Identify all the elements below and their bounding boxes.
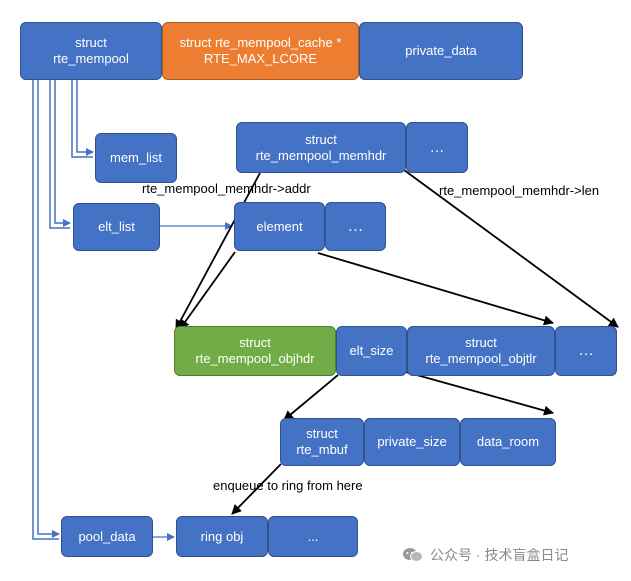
mempool-cache-label: struct rte_mempool_cache * RTE_MAX_LCORE [179, 35, 342, 66]
mempool-to-mem_list-link [71, 80, 94, 158]
ring-obj-box: ring obj [176, 516, 268, 557]
pool-data-label: pool_data [78, 528, 136, 544]
mempool-cache-box: struct rte_mempool_cache * RTE_MAX_LCORE [162, 22, 359, 80]
elt_size-to-mbuf-arrow [283, 374, 339, 421]
element-to-objhdr-arrow [179, 251, 236, 330]
memhdr-addr-arrow [175, 172, 261, 330]
element-more-label: … [347, 217, 364, 235]
mem-list-box: mem_list [95, 133, 177, 183]
objhdr-box: struct rte_mempool_objhdr [174, 326, 336, 376]
ring-obj-label: ring obj [200, 528, 244, 544]
data-room-box: data_room [460, 418, 556, 466]
element-more-box: … [325, 202, 386, 251]
private-data-label: private_data [405, 43, 477, 58]
memhdr-len-label: rte_mempool_memhdr->len [439, 183, 600, 198]
objtlr-box: struct rte_mempool_objtlr [407, 326, 555, 376]
ring-more-label: ... [307, 528, 319, 544]
elt_size-to-data_room-arrow [405, 371, 554, 416]
obj-more-box: … [555, 326, 617, 376]
private-size-label: private_size [377, 434, 447, 449]
mbuf-box: struct rte_mbuf [280, 418, 364, 466]
mempool-to-pool_data-link [32, 80, 60, 540]
pool-data-box: pool_data [61, 516, 153, 557]
rte-mempool-box: struct rte_mempool [20, 22, 162, 80]
elt-list-label: elt_list [98, 219, 135, 234]
private-data-box: private_data [359, 22, 523, 80]
element-box: element [234, 202, 325, 251]
private-size-box: private_size [364, 418, 460, 466]
data-room-label: data_room [476, 434, 540, 449]
objtlr-label: struct rte_mempool_objtlr [425, 335, 537, 366]
memhdr-more-box: … [406, 122, 468, 173]
objhdr-label: struct rte_mempool_objhdr [195, 335, 315, 366]
watermark-text: 公众号 · 技术盲盒日记 [430, 547, 569, 563]
mempool-to-elt_list-link [49, 80, 71, 229]
memhdr-addr-label: rte_mempool_memhdr->addr [142, 181, 311, 196]
memhdr-more-label: … [429, 138, 445, 156]
elt-size-label: elt_size [349, 343, 394, 358]
memhdr-box: struct rte_mempool_memhdr [236, 122, 406, 173]
element-to-objtlr-arrow [317, 252, 554, 326]
watermark: 公众号 · 技术盲盒日记 [402, 545, 568, 565]
ring-more-box: ... [268, 516, 358, 557]
wechat-icon [403, 548, 423, 562]
obj-more-label: … [578, 342, 594, 359]
elt-list-box: elt_list [73, 203, 160, 251]
enqueue-label: enqueue to ring from here [213, 478, 363, 493]
elt-size-box: elt_size [336, 326, 407, 376]
mbuf-label: struct rte_mbuf [296, 426, 348, 457]
memhdr-len-arrow [403, 169, 619, 328]
element-label: element [256, 218, 303, 234]
mem-list-label: mem_list [109, 150, 162, 165]
memhdr-label: struct rte_mempool_memhdr [255, 131, 387, 163]
rte-mempool-label: struct rte_mempool [53, 35, 129, 66]
mbuf-to-ring_obj-arrow [231, 463, 282, 515]
